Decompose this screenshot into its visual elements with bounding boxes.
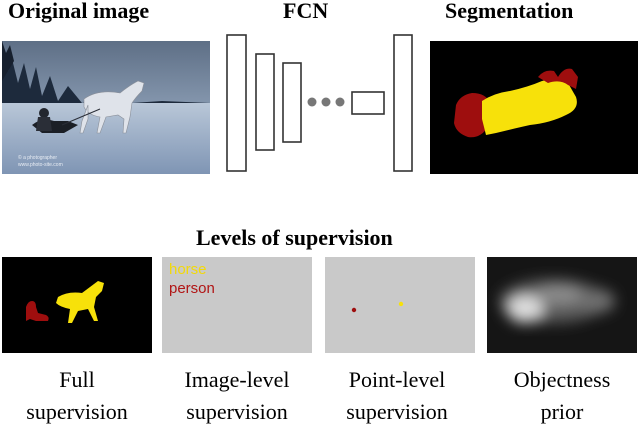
point-person (351, 307, 357, 313)
original-image: © a photographer www.photo-site.com (2, 41, 210, 174)
fcn-layer-3 (282, 62, 302, 143)
segmentation-title: Segmentation (445, 0, 574, 23)
original-image-title: Original image (8, 0, 150, 23)
fcn-layer-1 (226, 34, 247, 172)
fcn-layer-bottleneck (351, 91, 385, 115)
full-supervision-panel (2, 257, 152, 353)
point-horse (398, 301, 404, 307)
caption-image-level-supervision: Image-level supervision (184, 367, 290, 424)
fcn-diagram (226, 34, 413, 172)
svg-text:© a photographer: © a photographer (18, 154, 57, 161)
caption-full-supervision: Full supervision (26, 367, 128, 424)
caption-point-level-supervision: Point-level supervision (346, 367, 448, 424)
fcn-layer-output (393, 34, 413, 172)
fcn-title: FCN (283, 0, 329, 23)
point-level-panel (325, 257, 475, 353)
segmentation-output (430, 41, 638, 174)
image-level-panel: horse person (162, 257, 312, 353)
svg-text:www.photo-site.com: www.photo-site.com (18, 162, 63, 168)
objectness-prior-panel (487, 257, 637, 353)
fcn-ellipsis-dot (321, 97, 331, 107)
image-label-person: person (169, 280, 215, 297)
fcn-ellipsis-dot (307, 97, 317, 107)
fcn-ellipsis-dot (335, 97, 345, 107)
fcn-layer-2 (255, 53, 275, 151)
caption-objectness-prior: Objectness prior (513, 367, 611, 424)
image-label-horse: horse (169, 261, 207, 278)
levels-of-supervision-title: Levels of supervision (196, 225, 393, 250)
